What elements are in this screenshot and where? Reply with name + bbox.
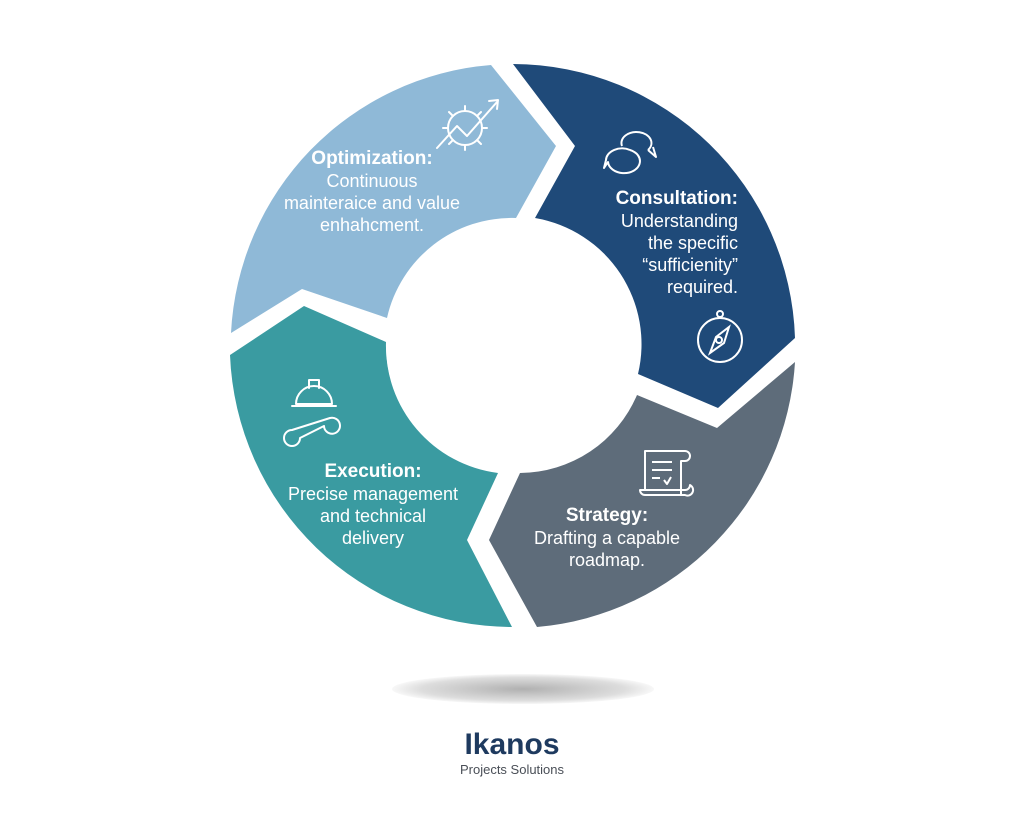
execution-title: Execution: — [324, 461, 422, 482]
consultation-desc-line: “sufficienity” — [642, 255, 738, 275]
optimization-desc-line: Continuous — [326, 171, 418, 191]
center-hole — [386, 219, 638, 471]
scroll-document-icon — [639, 450, 695, 497]
segment-consultation — [513, 64, 795, 408]
execution-desc-line: delivery — [341, 528, 405, 548]
execution-desc-line: Precise management — [287, 484, 459, 504]
segment-optimization — [231, 65, 556, 333]
optimization-desc-line: mainteraice and value — [283, 193, 461, 213]
optimization-title: Optimization: — [311, 148, 433, 169]
strategy-title: Strategy: — [565, 505, 649, 526]
consultation-text: Consultation: Understanding the specific… — [580, 188, 738, 298]
brand-logo: Ikanos Projects Solutions — [412, 728, 612, 778]
strategy-text: Strategy: Drafting a capable roadmap. — [512, 505, 702, 571]
strategy-desc-line: Drafting a capable — [533, 528, 681, 548]
speech-bubbles-icon — [603, 131, 657, 175]
optimization-desc-line: enhahcment. — [319, 215, 425, 235]
execution-text: Execution: Precise management and techni… — [268, 461, 478, 549]
consultation-desc-line: Understanding — [620, 211, 738, 231]
consultation-desc-line: required. — [666, 277, 738, 297]
optimization-text: Optimization: Continuous mainteraice and… — [262, 148, 482, 236]
hardhat-wrench-icon — [283, 379, 341, 447]
gear-growth-arrow-icon — [436, 99, 499, 151]
execution-desc-line: and technical — [319, 506, 427, 526]
consultation-title: Consultation: — [615, 188, 738, 209]
brand-tagline: Projects Solutions — [459, 762, 565, 777]
compass-icon — [697, 310, 743, 363]
brand-name: Ikanos — [464, 728, 560, 761]
consultation-desc-line: the specific — [647, 233, 738, 253]
strategy-desc-line: roadmap. — [568, 550, 646, 570]
drop-shadow — [392, 674, 654, 704]
segment-execution — [230, 306, 512, 627]
